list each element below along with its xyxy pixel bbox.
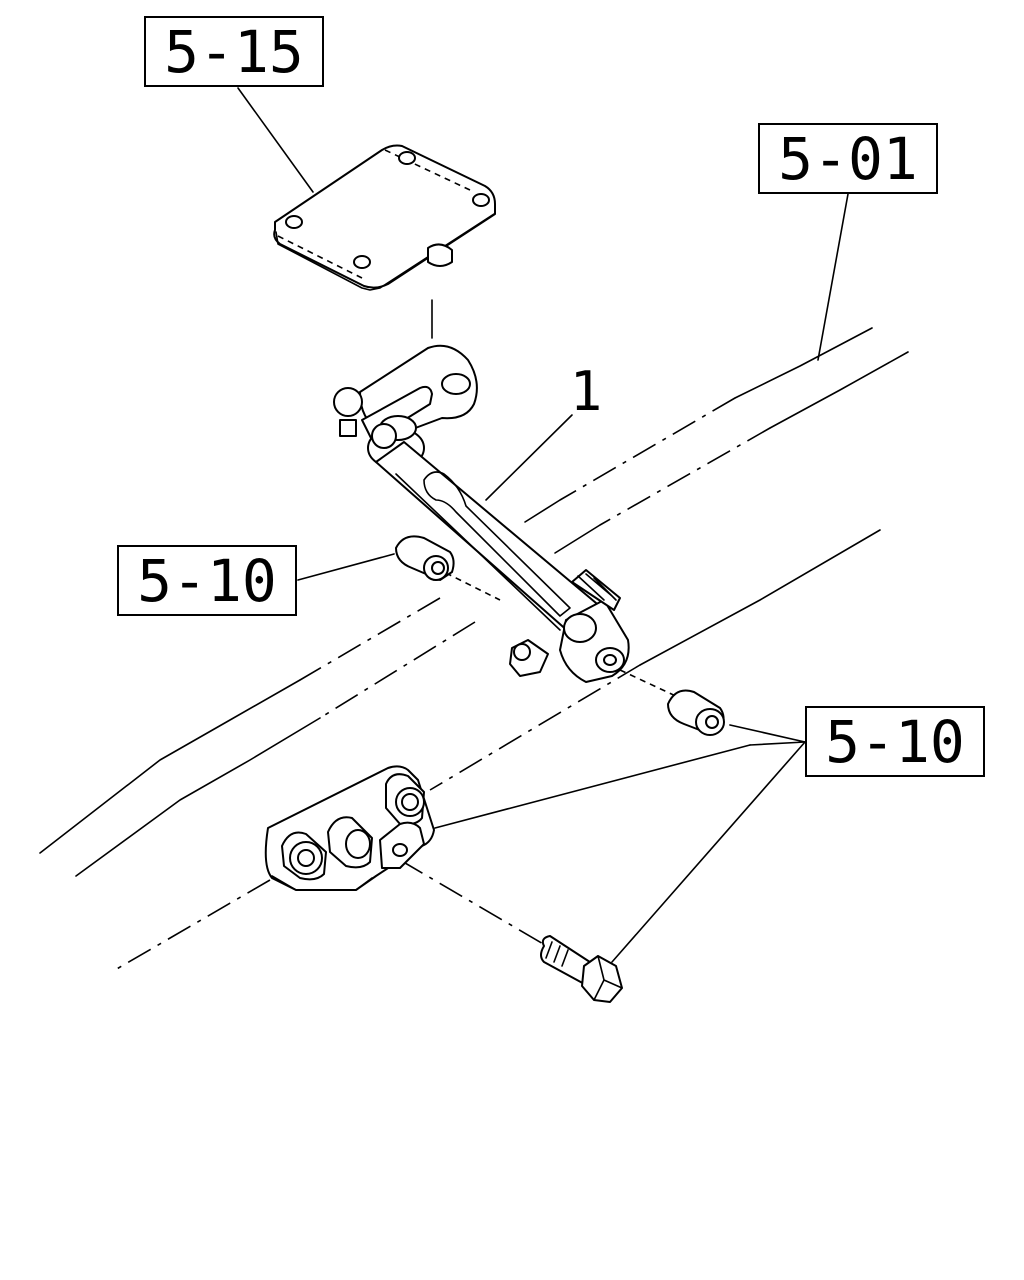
leader-lines (237, 87, 849, 963)
bolt-part (540, 935, 623, 1003)
callout-5-15: 5-15 (144, 16, 324, 87)
linkage-arm-part (333, 344, 630, 683)
callout-5-10-left: 5-10 (117, 545, 297, 616)
callout-5-10-right-text: 5-10 (825, 708, 965, 776)
callout-5-10-right: 5-10 (805, 706, 985, 777)
bracket-assembly-part (264, 765, 435, 891)
callout-5-10-left-text: 5-10 (137, 547, 277, 615)
mounting-plate-part (273, 144, 496, 291)
item-number-1: 1 (570, 360, 603, 423)
frame-rails (39, 327, 909, 971)
callout-5-15-text: 5-15 (164, 18, 304, 86)
callout-5-01-text: 5-01 (778, 125, 918, 193)
callout-5-01: 5-01 (758, 123, 938, 194)
bushing-right-part (667, 689, 725, 736)
bushing-left-part (395, 535, 455, 581)
